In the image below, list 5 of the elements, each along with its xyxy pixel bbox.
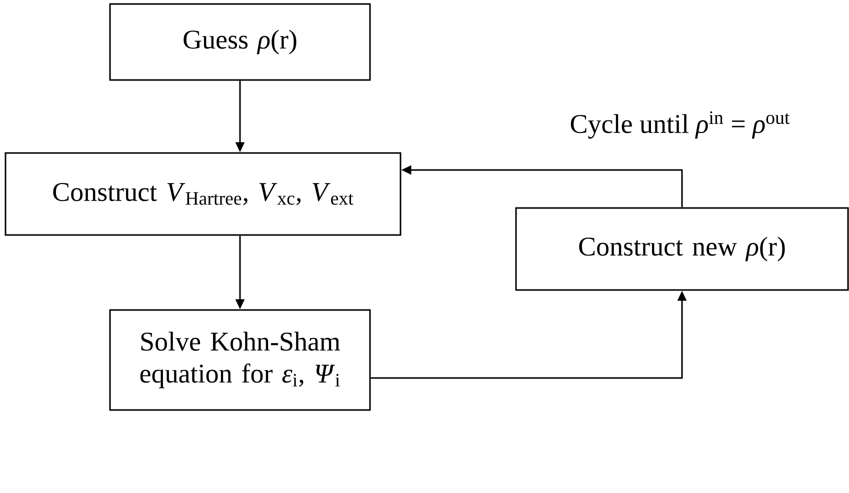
process-box: Guess ρ(r) — [109, 3, 371, 81]
process-box: Solve Kohn-Sham equation for ε$_{i}$, Ψ$_{i}$ — [109, 309, 371, 411]
process-box: Construct V$_{Hartree}$, V$_{xc}$, V$_{ext}$ — [4, 152, 402, 236]
process-box: Construct new ρ(r) — [515, 207, 849, 291]
edge-label: Cycle until ρ$^{in}$ = ρ$^{out}$ — [568, 110, 792, 140]
